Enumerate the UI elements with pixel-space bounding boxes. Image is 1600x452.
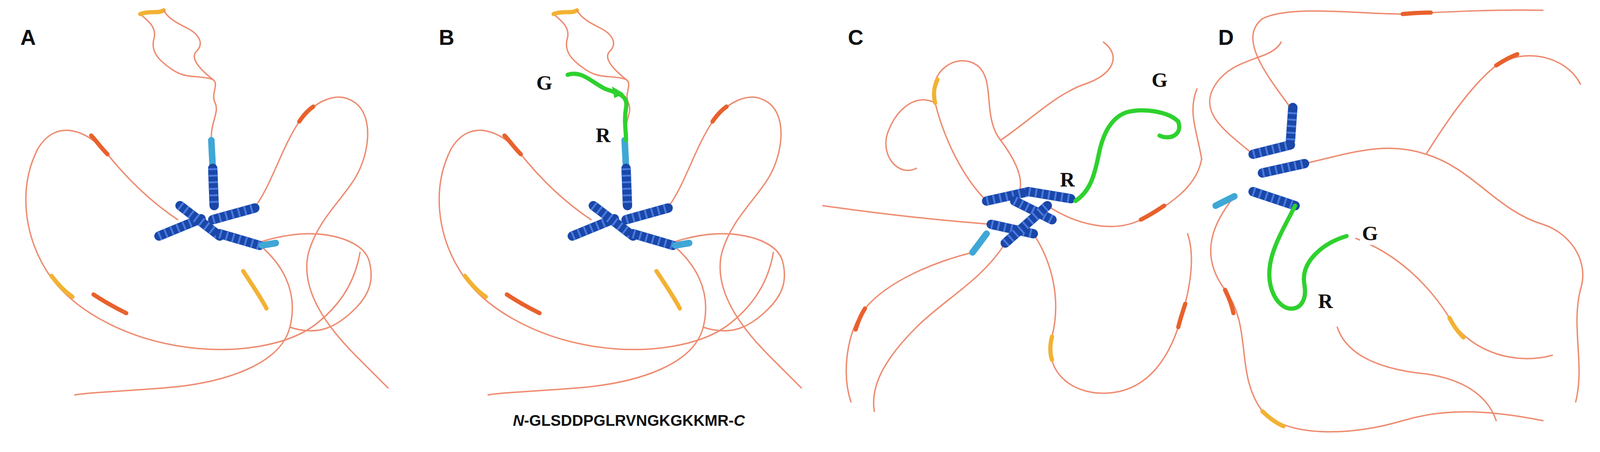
helix-coil-stripe	[1290, 107, 1293, 141]
residue-label: R	[1058, 168, 1077, 192]
confidence-patch	[1178, 303, 1186, 328]
confidence-patch	[855, 308, 865, 330]
loop-strand	[1192, 88, 1202, 159]
peptide-highlight	[1075, 110, 1180, 202]
helix-coil-stripe	[1253, 191, 1296, 206]
loop-strand	[933, 60, 1021, 202]
loop-strand	[1033, 233, 1192, 394]
loop-strand	[1337, 327, 1497, 421]
alpha-helix	[1028, 191, 1071, 199]
panel-letter: A	[18, 25, 38, 50]
panel-letter: C	[845, 25, 865, 50]
alpha-helix	[1005, 205, 1048, 244]
panel-d-structure	[1209, 10, 1583, 433]
alpha-helix	[1262, 163, 1305, 173]
confidence-patch	[1262, 411, 1284, 427]
loop-strand	[1253, 10, 1543, 108]
confidence-patch	[1449, 317, 1464, 338]
protein-model	[25, 10, 389, 396]
loop-strand	[1426, 55, 1581, 155]
panel-letter: D	[1216, 25, 1236, 50]
peptide-highlight	[1269, 205, 1347, 309]
peptide-sequence: N-GLSDDPGLRVNGKGKKMR-C	[511, 412, 747, 430]
helix-coil-stripe	[986, 191, 1029, 202]
loop-strand	[1304, 148, 1583, 290]
loop-strand	[1210, 196, 1543, 433]
confidence-patch	[1496, 54, 1518, 66]
panel-b-structure	[439, 10, 802, 396]
loop-strand	[846, 252, 973, 403]
helix-coil-stripe	[1005, 205, 1048, 244]
alpha-helix	[1253, 144, 1291, 155]
residue-label: R	[593, 124, 613, 147]
helix-end	[972, 233, 987, 253]
helix-end	[1215, 196, 1235, 206]
confidence-patch	[934, 79, 938, 103]
loop-strand	[873, 243, 1006, 412]
protein-model	[439, 10, 802, 396]
alpha-helix	[986, 191, 1029, 202]
peptide-highlight	[612, 86, 624, 99]
alpha-helix	[1290, 107, 1293, 141]
residue-label: G	[1149, 69, 1170, 92]
panel-c-structure	[822, 42, 1202, 412]
loop-strand	[1209, 42, 1282, 155]
loop-strand	[822, 205, 992, 225]
confidence-patch	[1402, 12, 1431, 15]
helix-coil-stripe	[1262, 163, 1305, 173]
panel-letter: B	[436, 25, 456, 50]
loop-strand	[1355, 238, 1553, 359]
loop-strand	[886, 100, 936, 171]
helix-coil-stripe	[1253, 144, 1291, 155]
loop-strand	[1575, 289, 1581, 403]
confidence-patch	[1140, 205, 1165, 220]
confidence-patch	[1225, 289, 1234, 314]
alpha-helix	[1253, 191, 1296, 206]
loop-strand	[1000, 42, 1114, 141]
confidence-patch	[1050, 336, 1053, 361]
residue-label: R	[1316, 290, 1335, 313]
loop-strand	[1047, 158, 1202, 227]
helix-coil-stripe	[1028, 191, 1071, 199]
residue-label: G	[534, 72, 555, 95]
panel-a-structure	[25, 10, 389, 396]
residue-label: G	[1360, 222, 1380, 246]
